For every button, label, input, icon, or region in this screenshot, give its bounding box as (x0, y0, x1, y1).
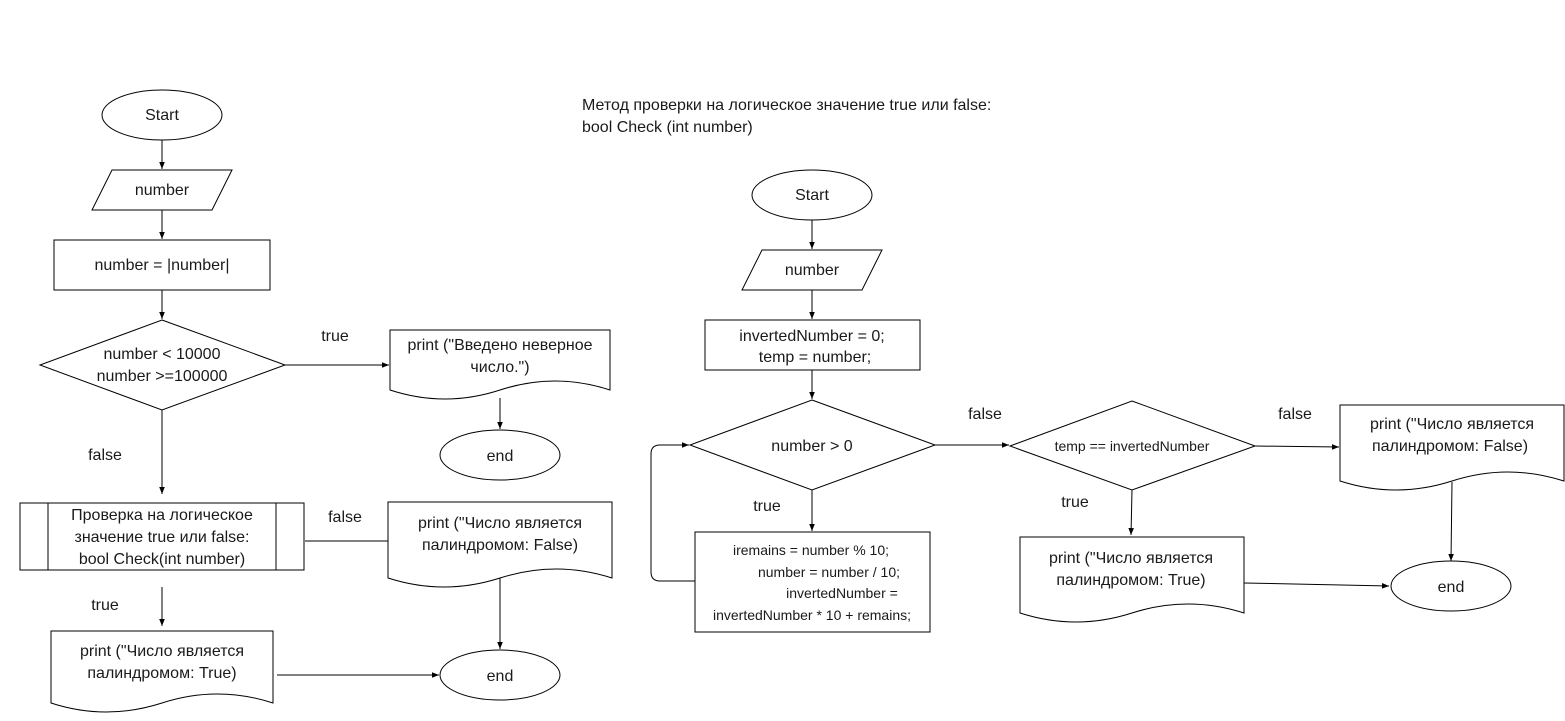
cond-false-label: false (88, 447, 122, 464)
end-node-bottom: end (439, 649, 561, 701)
print-true-line1: print ("Число является (80, 643, 244, 660)
body-line1: iremains = number % 10; (733, 542, 889, 558)
sub-line2: значение true или false: (75, 529, 250, 546)
cond-line2: number >=100000 (97, 368, 228, 385)
range-condition-node: number < 10000 number >=100000 (38, 319, 287, 411)
input-node-left: number (91, 169, 233, 211)
cmp-cond-label: temp == invertedNumber (1055, 438, 1210, 454)
edge-body-loop-back (650, 442, 695, 582)
end-right-label: end (1438, 579, 1465, 596)
edge-print-true-end-right (1243, 582, 1390, 589)
print-true-line2: палиндромом: True) (87, 665, 236, 682)
end-node-top: end (439, 429, 561, 481)
input-label: number (135, 182, 190, 199)
right-flowchart: Start number invertedNumber = 0; temp = … (650, 169, 1565, 633)
print-true-node-right: print ("Число является палиндромом: True… (1019, 536, 1245, 623)
error-line2: число.") (470, 359, 529, 376)
init-line1: invertedNumber = 0; (739, 328, 884, 345)
cond-line1: number < 10000 (104, 346, 221, 363)
compare-condition-node: temp == invertedNumber (1008, 400, 1257, 491)
error-line1: print ("Введено неверное (407, 337, 592, 354)
start-label-right: Start (795, 187, 829, 204)
start-node-right: Start (751, 169, 873, 221)
print-true-node-left: print ("Число является палиндромом: True… (50, 630, 274, 713)
sub-true-label: true (91, 597, 119, 614)
cmp-true-label: true (1061, 494, 1089, 511)
sub-line3: bool Check(int number) (79, 551, 245, 568)
loop-cond-label: number > 0 (771, 438, 852, 455)
loop-body-node: iremains = number % 10; number = number … (694, 531, 931, 633)
end-bottom-label: end (487, 668, 514, 685)
body-line4: invertedNumber * 10 + remains; (713, 607, 911, 623)
print-false-right-line2: палиндромом: False) (1372, 438, 1528, 455)
end-top-label: end (487, 448, 514, 465)
init-line2: temp = number; (759, 349, 872, 366)
start-node-left: Start (101, 89, 223, 141)
print-false-node-right: print ("Число является палиндромом: Fals… (1339, 404, 1565, 491)
edge-cmp-print-true (1128, 489, 1134, 536)
sub-false-label: false (328, 509, 362, 526)
error-print-node: print ("Введено неверное число.") (389, 329, 611, 400)
abs-process-node: number = |number| (53, 239, 271, 291)
input-label-right: number (785, 262, 840, 279)
sub-line1: Проверка на логическое (71, 507, 253, 524)
cond-true-label: true (321, 328, 349, 345)
cmp-false-label: false (1278, 406, 1312, 423)
body-line3: invertedNumber = (786, 585, 898, 601)
loop-false-label: false (968, 406, 1002, 423)
loop-condition-node: number > 0 (688, 399, 937, 491)
init-process-node: invertedNumber = 0; temp = number; (704, 319, 921, 371)
input-node-right: number (741, 249, 883, 291)
body-line2: number = number / 10; (758, 564, 900, 580)
left-flowchart: Start number number = |number| number < … (19, 89, 613, 713)
start-label: Start (145, 107, 179, 124)
print-false-line1: print ("Число является (418, 515, 582, 532)
print-true-right-line2: палиндромом: True) (1056, 572, 1205, 589)
subroutine-node: Проверка на логическое значение true или… (19, 502, 305, 571)
print-false-line2: палиндромом: False) (422, 537, 578, 554)
abs-label: number = |number| (94, 257, 229, 274)
method-heading-line1: Метод проверки на логическое значение tr… (582, 97, 992, 114)
edge-print-false-end-right (1448, 481, 1454, 562)
end-node-right: end (1390, 560, 1512, 612)
print-true-right-line1: print ("Число является (1049, 550, 1213, 567)
edge-cmp-print-false (1254, 444, 1340, 450)
method-heading: Метод проверки на логическое значение tr… (582, 95, 991, 139)
method-heading-line2: bool Check (int number) (582, 119, 753, 136)
print-false-right-line1: print ("Число является (1370, 416, 1534, 433)
print-false-node-left: print ("Число является палиндромом: Fals… (387, 501, 613, 588)
loop-true-label: true (753, 498, 781, 515)
